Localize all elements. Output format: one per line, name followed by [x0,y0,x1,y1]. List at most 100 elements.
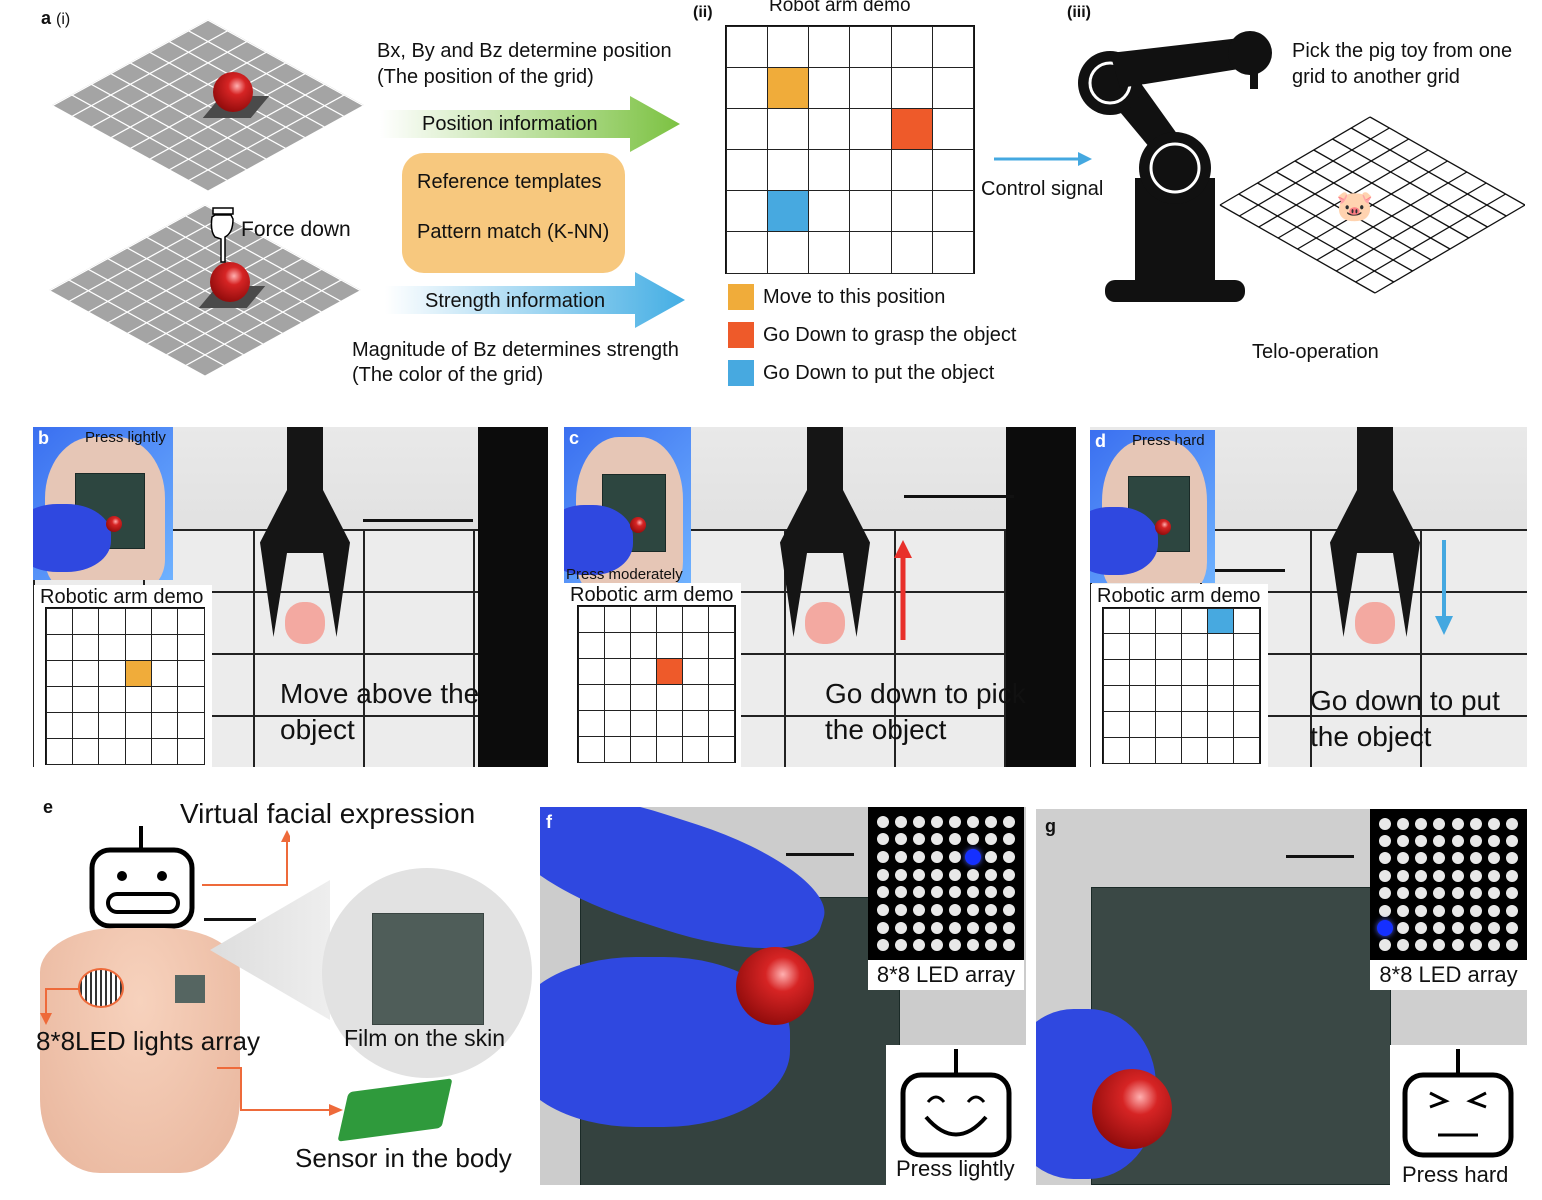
grid-cell [725,149,768,192]
grid-cell [890,149,934,192]
grid-cell [603,631,631,659]
grid-cell [124,685,152,713]
led-dot [1003,833,1015,846]
grid-cell [1233,659,1261,686]
grid-cell [124,607,152,635]
led-dot [985,868,997,881]
grid-cell [725,66,768,109]
led-dot [913,851,925,864]
led-dot [895,851,907,864]
led-dot [985,903,997,916]
sensor-label: Sensor in the body [295,1143,512,1173]
grid-cell [124,711,152,739]
grid-cell [708,631,736,659]
grid-cell [1233,710,1261,738]
pattern-match-label: Pattern match (K-NN) [417,221,610,243]
face-box-f: Press lightly [886,1045,1026,1185]
grid-cell [177,737,205,765]
led-array-f [868,807,1024,960]
grid-cell [71,633,100,661]
led-dot [1505,904,1518,917]
grid-cell [1102,607,1130,635]
led-dot [931,815,943,828]
label-e: e [43,797,54,817]
led-dot [1505,817,1518,830]
led-dot [1487,921,1500,934]
led-arrow [38,985,88,1025]
grid-cell [655,683,684,711]
led-dot [1505,921,1518,934]
led-dot [931,886,943,899]
led-dot [1505,869,1518,882]
led-array-label: 8*8LED lights array [36,1026,260,1056]
grid-cell [808,107,851,150]
film-patch [175,975,205,1003]
grid-cell [808,149,851,192]
legend-swatch [728,360,754,386]
press-inset-c [564,427,691,583]
grid-cell [603,605,631,633]
grid-cell [98,633,126,661]
grid-cell [890,66,934,109]
led-dot [1415,939,1428,952]
grid-cell [629,657,657,685]
led-dot [949,886,961,899]
led-dot [1469,852,1482,865]
label-ii: (ii) [693,4,713,21]
led-dot [877,833,889,846]
position-subtext: (The position of the grid) [377,66,594,88]
legend-text: Move to this position [763,286,946,308]
led-array-label-f: 8*8 LED array [868,960,1024,990]
grid-cell [177,685,205,713]
grid-cell [577,709,605,737]
reference-templates-label: Reference templates [417,171,602,193]
led-dot [913,939,925,952]
led-dot [895,921,907,934]
led-dot [1415,817,1428,830]
caption-line1: Move above the [280,678,480,709]
grid-cell [177,633,205,661]
led-dot [967,903,979,916]
grid-cell [766,25,810,68]
led-dot [877,851,889,864]
robot-face-icon [88,824,198,930]
grid-cell [766,149,810,192]
grid-cell [98,711,126,739]
led-dot [1003,886,1015,899]
label-b: b [38,428,49,448]
pick-subtext: grid to another grid [1292,66,1460,88]
press-inset-b [33,427,173,580]
led-dot [1487,904,1500,917]
grid-cell [603,657,631,685]
virtual-expression-label: Virtual facial expression [180,798,476,829]
control-arrow [994,150,1094,168]
grid-cell [1154,607,1182,635]
led-dot [1433,904,1446,917]
grid-cell [808,190,851,233]
led-dot [967,868,979,881]
press-label: Press moderately [566,566,683,583]
led-dot [877,868,889,881]
led-dot [985,886,997,899]
grid-cell [71,737,100,765]
grid-cell [1154,633,1182,661]
led-dot [1003,939,1015,952]
grid-cell [849,149,892,192]
grid-cell [682,683,710,711]
grid-cell [1154,736,1182,764]
position-arrow [380,96,680,152]
red-ball-bottom [210,262,250,302]
grid-cell [655,657,684,685]
led-dot [1451,817,1464,830]
led-dot [877,921,889,934]
demo-grid [577,605,736,763]
grid-cell [1102,710,1130,738]
led-dot [895,903,907,916]
led-dot [1379,904,1392,917]
grid-cell [577,657,605,685]
led-dot [895,833,907,846]
grid-cell [655,735,684,763]
led-dot [949,851,961,864]
led-dot [1397,904,1410,917]
label-d: d [1095,431,1106,451]
